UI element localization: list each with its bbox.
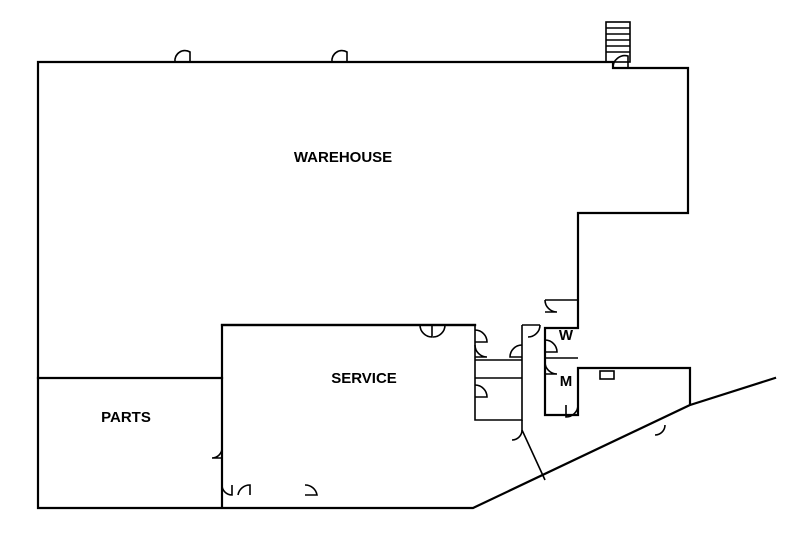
restroom-outline (545, 299, 579, 328)
room-label-service: SERVICE (331, 370, 397, 387)
corridor-wall (521, 420, 546, 481)
exterior-wall (36, 60, 777, 510)
staircase (605, 21, 631, 63)
room-label-women: W (559, 327, 574, 344)
utility-box (599, 370, 615, 380)
room-label-parts: PARTS (101, 409, 151, 426)
door-swings (174, 49, 666, 496)
office-walls (474, 324, 540, 421)
room-label-warehouse: WAREHOUSE (294, 149, 392, 166)
room-label-men: M (560, 373, 573, 390)
